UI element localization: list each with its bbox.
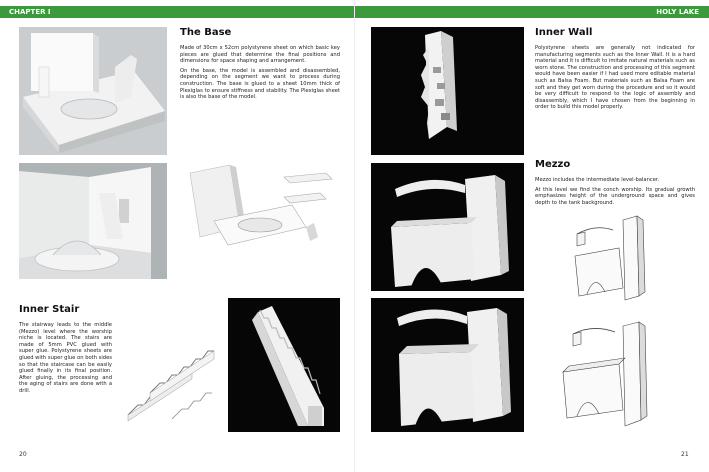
photo-inner-wall (371, 27, 524, 155)
section-title-mezzo: Mezzo (535, 159, 571, 170)
stair-text: The stairway leads to the middle (Mezzo)… (19, 322, 112, 398)
gutter-line (354, 0, 355, 472)
chapter-label: CHAPTER I (9, 8, 51, 16)
section-title-wall: Inner Wall (535, 27, 593, 38)
base-text: Made of 30cm x 52cm polystyrene sheet on… (180, 45, 340, 104)
right-page: HOLY LAKE Inner Wall Polystyrene sheets … (355, 0, 709, 472)
photo-base-model (19, 27, 167, 155)
page-number-left: 20 (19, 451, 27, 458)
photo-mezzo-model-2 (371, 298, 524, 432)
mezzo-paragraph-1: Mezzo includes the intermediate level-ba… (535, 177, 660, 183)
section-title-base: The Base (180, 27, 232, 38)
mezzo-text: Mezzo includes the intermediate level-ba… (535, 177, 695, 209)
left-page: CHAPTER I The Base Made of 30cm x 52cm p… (0, 0, 354, 472)
diagram-mezzo-exploded-2 (549, 320, 673, 432)
page-number-right: 21 (681, 451, 689, 458)
base-paragraph-1: Made of 30cm x 52cm polystyrene sheet on… (180, 45, 340, 65)
stair-paragraph-1: The stairway leads to the middle (Mezzo)… (19, 322, 112, 394)
section-title-stair: Inner Stair (19, 304, 80, 315)
mezzo-paragraph-2: At this level we find the conch worship.… (535, 186, 695, 206)
title-header-band: HOLY LAKE (355, 6, 709, 18)
base-paragraph-2: On the base, the model is assembled and … (180, 67, 340, 101)
wall-paragraph-1: Polystyrene sheets are generally not ind… (535, 45, 695, 111)
diagram-exploded-base (180, 163, 340, 279)
wall-text: Polystyrene sheets are generally not ind… (535, 45, 695, 114)
photo-stair-model (228, 298, 340, 432)
photo-interior-model (19, 163, 167, 279)
chapter-header-band: CHAPTER I (0, 6, 354, 18)
book-title-label: HOLY LAKE (656, 8, 699, 16)
photo-mezzo-model-1 (371, 163, 524, 291)
diagram-mezzo-exploded-1 (561, 212, 661, 302)
diagram-stair-pieces (120, 323, 220, 429)
